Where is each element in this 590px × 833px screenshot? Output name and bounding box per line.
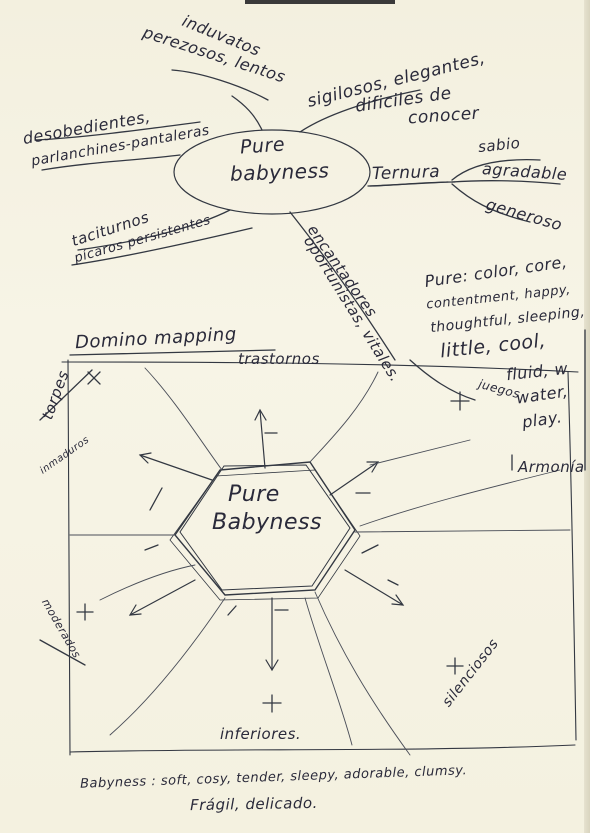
branch-top-left — [232, 96, 262, 130]
domino-frame-top — [62, 362, 578, 372]
domino-center-2: Babyness — [212, 510, 322, 535]
domino-frame-left — [68, 360, 70, 755]
branch-text-ternura: Ternura — [372, 162, 441, 184]
domino-bottom-axis: inferiores. — [220, 725, 301, 743]
domino-frame-right — [568, 372, 576, 740]
domino-center-1: Pure — [228, 482, 280, 507]
domino-right-axis: Armonía — [518, 458, 585, 476]
footer-line-2: Frágil, delicado. — [190, 794, 318, 814]
domino-arrows — [130, 410, 403, 670]
center-text-1: Pure — [239, 133, 285, 158]
diagonal-lines — [70, 368, 570, 755]
domino-frame-bottom — [70, 745, 575, 752]
center-text-2: babyness — [230, 158, 330, 185]
plus-minus-marks — [77, 372, 512, 712]
domino-top-axis: trastornos — [238, 350, 320, 368]
